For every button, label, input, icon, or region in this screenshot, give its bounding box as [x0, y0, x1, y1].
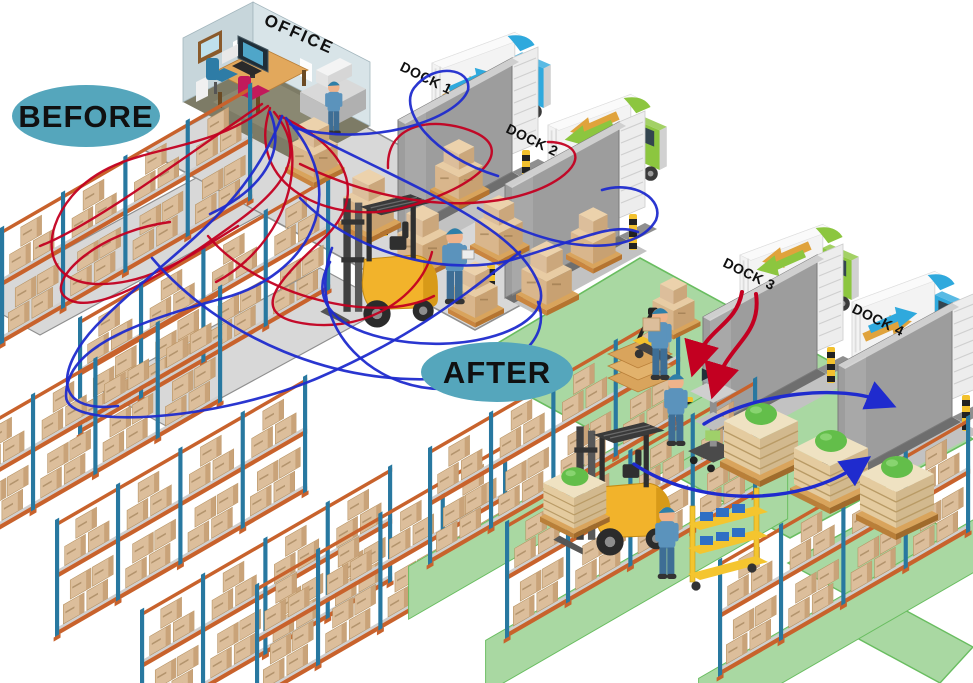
before-props: [285, 117, 622, 329]
before-flow-lines: [38, 69, 659, 419]
flow-path-red: [271, 114, 434, 327]
before-label-oval: [12, 85, 160, 147]
flow-path-blue: [208, 110, 277, 216]
flow-path-red: [59, 110, 292, 305]
flow-path-blue: [476, 186, 659, 247]
keyboard: [232, 61, 262, 76]
trash-bin: [196, 76, 208, 102]
after-label: AFTER: [421, 342, 573, 402]
flow-path-blue: [150, 256, 543, 381]
fax-machine: [222, 44, 238, 64]
flow-path-red: [214, 118, 294, 284]
flow-path-red: [298, 140, 577, 205]
flow-path-red: [704, 292, 759, 400]
flow-path-red: [684, 290, 744, 378]
after-flow-lines: [632, 290, 897, 498]
flow-path-red: [206, 234, 436, 309]
office-chair-magenta: [240, 85, 270, 100]
clipboard: [461, 249, 475, 260]
carried-box: [642, 317, 661, 332]
after-label-text: AFTER: [443, 355, 551, 390]
flow-path-blue: [324, 246, 460, 391]
flow-path-red: [38, 102, 264, 248]
before-label: BEFORE: [12, 85, 160, 147]
after-props: [539, 277, 939, 592]
printer: [316, 58, 352, 76]
flow-path-blue: [298, 196, 640, 267]
flow-path-blue: [288, 122, 543, 346]
flow-path-blue: [702, 381, 897, 426]
after-aisle-strip: [698, 503, 973, 683]
flow-path-blue: [65, 114, 284, 409]
after-label-oval: [421, 342, 573, 402]
flow-path-blue: [292, 69, 500, 178]
flow-path-blue: [632, 456, 872, 498]
before-label-text: BEFORE: [18, 99, 153, 134]
